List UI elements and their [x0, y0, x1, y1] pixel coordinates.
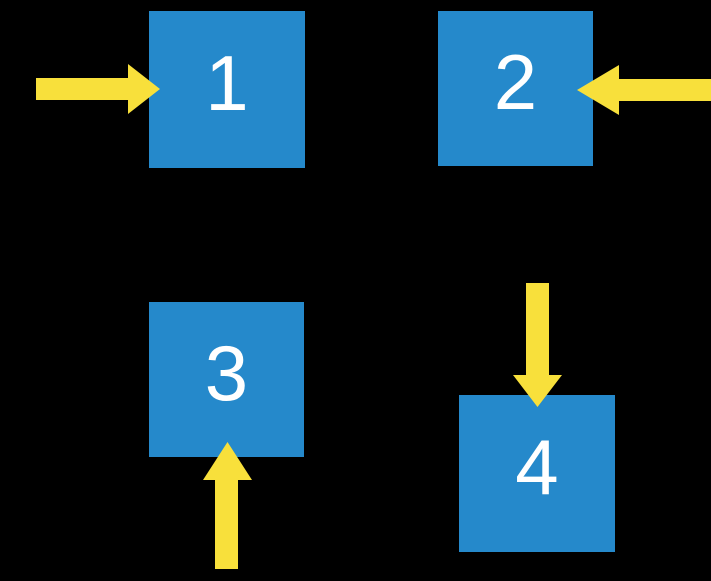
- square-2: 2: [438, 11, 593, 166]
- square-3: 3: [149, 302, 304, 457]
- arrow-right-icon: [36, 64, 160, 114]
- square-4-label: 4: [515, 422, 559, 511]
- square-4: 4: [459, 395, 615, 552]
- square-2-label: 2: [493, 37, 538, 126]
- arrow-left-icon: [577, 65, 711, 115]
- arrow-down-icon: [513, 283, 562, 407]
- square-1-label: 1: [205, 38, 249, 127]
- arrow-up-icon: [203, 442, 252, 569]
- square-3-label: 3: [204, 328, 249, 417]
- square-1: 1: [149, 11, 305, 168]
